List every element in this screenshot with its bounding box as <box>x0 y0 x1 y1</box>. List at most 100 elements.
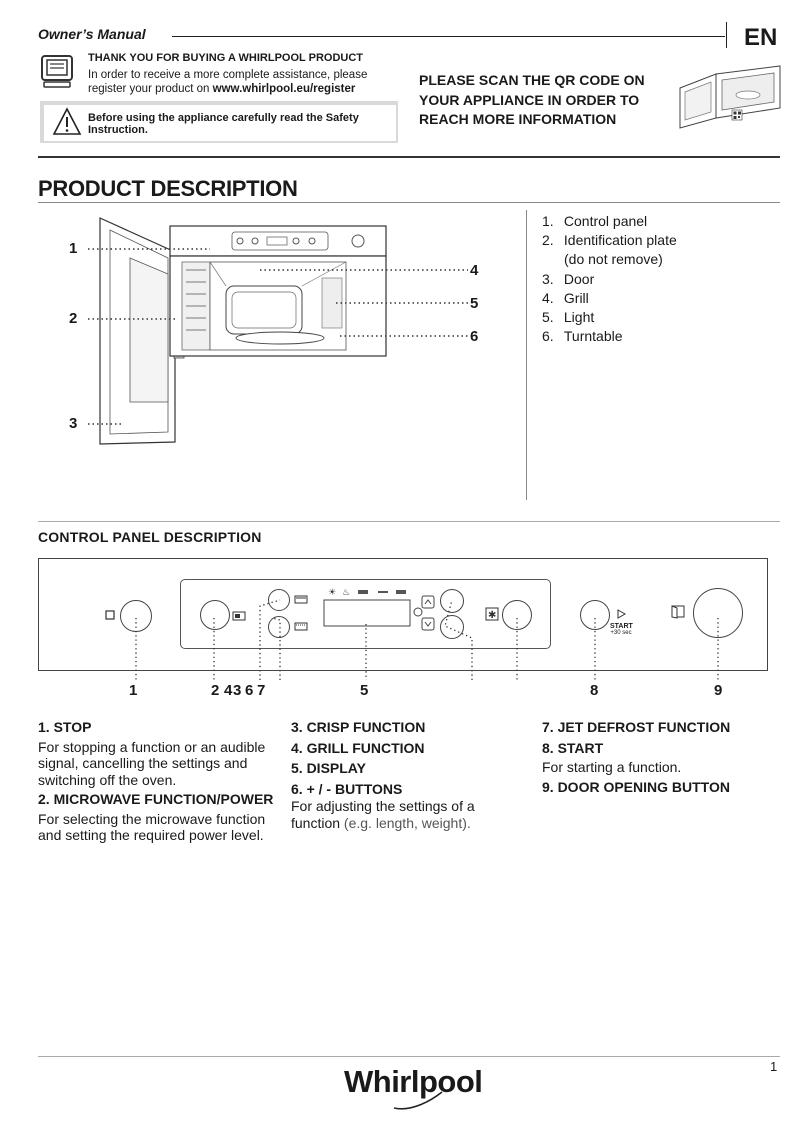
control-panel-inner <box>180 579 551 649</box>
plate-note: (do not remove) <box>564 251 663 268</box>
svg-text:✱: ✱ <box>488 610 496 621</box>
register-line-2: register your product on www.whirlpool.e… <box>88 82 388 96</box>
section-underline <box>38 202 780 203</box>
qr-instruction: PLEASE SCAN THE QR CODE ON YOUR APPLIANC… <box>419 71 659 130</box>
oven-body-illustration <box>169 225 387 357</box>
part-item: 4. Grill <box>542 289 677 308</box>
jet-defrost-icon: ✱ <box>485 607 499 621</box>
safety-notice: Before using the appliance carefully rea… <box>88 112 359 136</box>
part-label: Door <box>563 270 595 287</box>
panel-label-7: 7 <box>257 682 266 699</box>
safety-box-inner <box>44 105 396 141</box>
register-line-1: In order to receive a more complete assi… <box>88 69 368 81</box>
qr-line-2: YOUR APPLIANCE IN ORDER TO <box>419 91 640 108</box>
svg-text:♨: ♨ <box>342 588 350 598</box>
panel-label-1: 1 <box>129 682 138 699</box>
callout-1: 1 <box>69 240 78 257</box>
callout-2: 2 <box>69 310 78 327</box>
whirlpool-logo: Whirlpool <box>344 1064 483 1099</box>
leader-lines <box>88 248 468 425</box>
part-number: 5. <box>542 309 554 326</box>
play-icon <box>617 609 626 619</box>
part-number: 1. <box>542 213 554 229</box>
plus-button[interactable] <box>440 589 464 613</box>
display-heading: 5. DISPLAY <box>291 760 366 776</box>
parts-list: 1. Control panel 2. Identification plate… <box>542 212 677 346</box>
panel-label-9: 9 <box>714 682 723 699</box>
part-item: 6. Turntable <box>542 327 677 346</box>
part-item: 5. Light <box>542 308 677 327</box>
part-number: 6. <box>542 328 554 345</box>
top-rule <box>38 156 780 158</box>
stop-text: For stopping a function or an audible si… <box>38 738 266 788</box>
control-panel-title: CONTROL PANEL DESCRIPTION <box>38 529 262 545</box>
door-opening-button[interactable] <box>693 588 743 638</box>
part-item: 2. Identification plate <box>542 231 677 250</box>
product-description-title: PRODUCT DESCRIPTION <box>38 176 298 201</box>
microwave-icon <box>232 611 246 621</box>
start-sublabel: +30 sec <box>610 630 632 636</box>
grill-icon <box>294 622 308 631</box>
panel-leader-lines <box>135 599 719 680</box>
callout-3: 3 <box>69 415 78 432</box>
part-number: 2. <box>542 232 554 249</box>
minus-button[interactable] <box>440 615 464 639</box>
door-opening-heading: 9. DOOR OPENING BUTTON <box>542 778 730 795</box>
grill-button[interactable] <box>268 616 290 638</box>
description-column-3: 7. JET DEFROST FUNCTION 8. START For sta… <box>542 719 772 795</box>
stop-icon <box>105 610 115 620</box>
microwave-heading: 2. MICROWAVE FUNCTION/POWER <box>38 791 274 807</box>
control-panel-frame <box>38 558 768 671</box>
qr-line-3: REACH MORE INFORMATION <box>419 111 617 127</box>
plus-minus-text: For adjusting the settings of a function… <box>291 798 501 831</box>
crisp-button[interactable] <box>268 589 290 611</box>
start-text: For starting a function. <box>542 759 682 775</box>
plus-minus-icons <box>413 595 435 631</box>
microwave-diagram <box>88 217 468 445</box>
part-label: Light <box>563 309 595 326</box>
panel-label-8: 8 <box>590 682 599 699</box>
start-label: START <box>610 623 633 630</box>
crisp-heading: 3. CRISP FUNCTION <box>291 719 426 735</box>
register-url[interactable]: www.whirlpool.eu/register <box>212 83 356 95</box>
appliance-qr-illustration <box>679 65 781 129</box>
language-code: EN <box>744 24 778 51</box>
part-label: Control panel <box>563 213 648 229</box>
part-number: 4. <box>542 289 554 306</box>
microwave-text: For selecting the microwave function and… <box>38 810 266 844</box>
part-item: 1. Control panel <box>542 212 677 231</box>
plus-minus-heading: 6. + / - BUTTONS <box>291 780 403 797</box>
qr-line-1: PLEASE SCAN THE QR CODE ON <box>419 72 645 88</box>
door-open-icon <box>671 605 685 619</box>
thank-you-heading: THANK YOU FOR BUYING A WHIRLPOOL PRODUCT <box>88 52 363 64</box>
part-label: Identification plate <box>563 232 677 249</box>
description-column-1: 1. STOP For stopping a function or an au… <box>38 719 278 844</box>
control-panel-rule <box>38 521 780 522</box>
start-heading: 8. START <box>542 739 604 756</box>
jet-defrost-button[interactable] <box>502 600 532 630</box>
logo-swoosh <box>393 1091 443 1110</box>
page-number: 1 <box>770 1059 778 1074</box>
panel-label-4: 4 <box>224 682 233 699</box>
part-number: 3. <box>542 270 554 287</box>
display-screen: ☀ ♨ <box>323 588 411 627</box>
jet-defrost-heading: 7. JET DEFROST FUNCTION <box>542 719 731 735</box>
warning-icon <box>52 107 82 135</box>
header-rule <box>172 36 725 37</box>
callout-4: 4 <box>470 262 479 279</box>
footer-rule <box>38 1056 780 1057</box>
part-item: 3. Door <box>542 270 677 289</box>
column-divider <box>526 210 527 500</box>
manual-title: Owner’s Manual <box>38 26 146 42</box>
microwave-button[interactable] <box>200 600 230 630</box>
grill-heading: 4. GRILL FUNCTION <box>291 739 425 756</box>
description-column-2: 3. CRISP FUNCTION 4. GRILL FUNCTION 5. D… <box>291 719 501 831</box>
register-text: In order to receive a more complete assi… <box>88 68 388 96</box>
panel-label-3: 3 <box>233 682 242 699</box>
stop-heading: 1. STOP <box>38 719 92 735</box>
plus-minus-text-example: (e.g. length, weight). <box>340 814 471 831</box>
callout-5: 5 <box>470 295 479 312</box>
header-divider <box>726 22 727 48</box>
start-button[interactable] <box>580 600 610 630</box>
panel-label-5: 5 <box>360 682 369 699</box>
